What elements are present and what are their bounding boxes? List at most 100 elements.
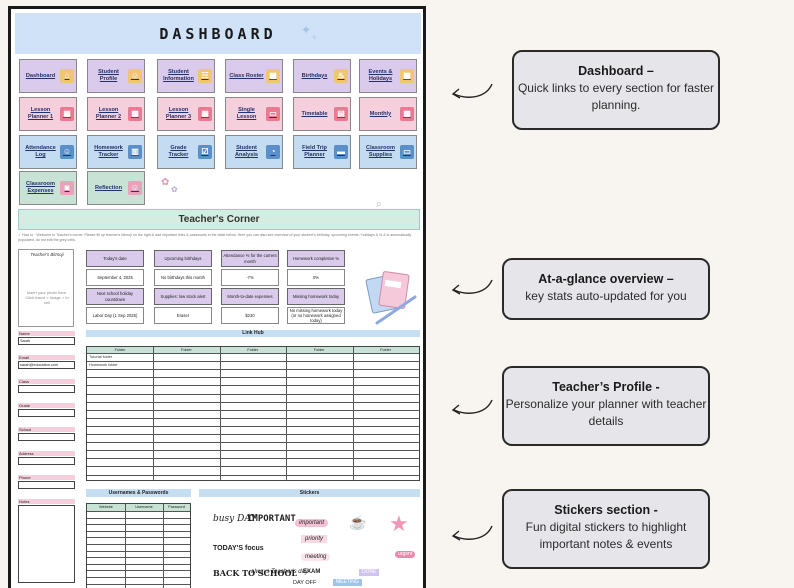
board-icon: ▭	[266, 107, 280, 121]
tile-events-holidays[interactable]: Events & Holidays▦	[359, 59, 417, 93]
usernames-col-header: Password	[168, 505, 185, 509]
profile-input-address[interactable]	[18, 457, 75, 465]
sticker[interactable]: always Teacher's day	[251, 569, 308, 575]
profile-input-phone[interactable]	[18, 481, 75, 489]
sticker[interactable]: urgent	[395, 551, 416, 558]
stat-label: Month-to-date expenses	[221, 288, 279, 305]
tile-student-analysis[interactable]: Student Analysis◔	[225, 135, 283, 169]
sticker[interactable]: busy DAY	[213, 514, 257, 524]
sticker[interactable]: DAY OFF	[293, 580, 317, 586]
callout-box: Stickers section -Fun digital stickers t…	[502, 489, 710, 569]
grid-line	[153, 347, 155, 480]
grid-line	[87, 458, 419, 460]
sticker[interactable]: MEETING	[333, 579, 362, 586]
profile-label-notes: Notes	[18, 499, 75, 504]
tile-classroom-supplies[interactable]: Classroom Supplies▭	[359, 135, 417, 169]
grid-line	[87, 530, 190, 532]
profile-input-email[interactable]: sarah@education.com	[18, 361, 75, 369]
sticker[interactable]: BACK TO SCHOOL	[213, 568, 298, 578]
stat-value: 0%	[287, 269, 345, 286]
coffee-sticker-icon[interactable]: ☕	[349, 514, 367, 530]
profile-input-grade[interactable]	[18, 409, 75, 417]
tile-student-information[interactable]: Student Information☷	[157, 59, 215, 93]
tile-monthly[interactable]: Monthly▦	[359, 97, 417, 131]
callout-desc: Fun digital stickers to highlight import…	[525, 520, 687, 551]
sticker[interactable]: important	[295, 519, 329, 527]
grid-line	[352, 347, 354, 480]
profile-input-school[interactable]	[18, 433, 75, 441]
callout-desc: key stats auto-updated for you	[525, 289, 687, 303]
dashboard-tiles: Dashboard⌂Student Profile☺Student Inform…	[11, 9, 423, 209]
callout-title: At-a-glance overview –	[538, 272, 674, 286]
tile-label: Student Profile	[98, 69, 119, 82]
stat-label: Supplies: low stock alert	[154, 288, 212, 305]
dashboard-title: DASHBOARD	[159, 25, 277, 43]
sticker[interactable]: meeting	[301, 553, 331, 561]
tile-timetable[interactable]: Timetable▤	[293, 97, 351, 131]
tile-lesson-planner-3[interactable]: Lesson Planner 3 ▦	[157, 97, 215, 131]
grid-line	[87, 353, 419, 354]
tile-label: Timetable	[301, 110, 328, 117]
calendar-icon: ▦	[128, 107, 142, 121]
tile-label: Student Analysis	[234, 145, 258, 158]
tile-lesson-planner-2[interactable]: Lesson Planner 2▦	[87, 97, 145, 131]
teachers-corner-title: Teacher's Corner	[18, 209, 420, 230]
bitmoji-hint: Insert your photo here. Click Insert > I…	[25, 290, 69, 305]
profile-label-grade: Grade	[18, 403, 75, 408]
tile-label: Lesson Planner 1	[27, 107, 54, 120]
arrow-icon	[451, 83, 493, 99]
stat-label: Upcoming birthdays	[154, 250, 212, 267]
book-icon: ▥	[128, 145, 142, 159]
grid-line	[87, 385, 419, 387]
stat-label: Attendance % for the current month	[221, 250, 279, 267]
profile-label-address: Address	[18, 451, 75, 456]
tile-lesson-planner-1[interactable]: Lesson Planner 1▦	[19, 97, 77, 131]
jar-icon: ◙	[60, 181, 74, 195]
profile-input-class[interactable]	[18, 385, 75, 393]
tile-classroom-expenses[interactable]: Classroom Expenses◙	[19, 171, 77, 205]
sticker[interactable]: priority	[301, 535, 328, 543]
tile-homework-tracker[interactable]: Homework Tracker▥	[87, 135, 145, 169]
bitmoji-box[interactable]: Teacher's Bitmoji Insert your photo here…	[18, 249, 74, 327]
grid-line	[87, 450, 419, 452]
calendar-icon: ▦	[198, 107, 212, 121]
sticker[interactable]: TODAY'S focus	[213, 545, 264, 552]
grid-line	[87, 361, 419, 363]
link-hub-cell[interactable]: Tutorial folder	[89, 355, 113, 359]
profile-input-name[interactable]: Sarah	[18, 337, 75, 345]
tile-student-profile[interactable]: Student Profile☺	[87, 59, 145, 93]
tile-single-lesson[interactable]: Single Lesson▭	[225, 97, 283, 131]
tile-dashboard[interactable]: Dashboard⌂	[19, 59, 77, 93]
grid-line	[87, 442, 419, 444]
stat-label: Next school holiday countdown	[86, 288, 144, 305]
grid-line	[87, 425, 419, 427]
sticker[interactable]: EXAM	[303, 569, 321, 575]
link-hub-cell[interactable]: Homework folder	[89, 363, 118, 368]
stat-value: -7%	[221, 269, 279, 286]
profile-input-notes[interactable]	[18, 505, 75, 583]
sticker[interactable]: DONE	[359, 569, 380, 576]
tile-grade-tracker[interactable]: Grade Tracker☑	[157, 135, 215, 169]
dashboard-header: DASHBOARD ✦ ✧	[15, 13, 421, 54]
tile-reflection[interactable]: Reflection☺	[87, 171, 145, 205]
tile-field-trip-planner[interactable]: Field Trip Planner▬	[293, 135, 351, 169]
tile-label: Attendance Log	[25, 145, 56, 158]
tile-label: Birthdays	[301, 72, 328, 79]
sticker[interactable]: IMPORTANT	[247, 514, 296, 524]
tile-label: Field Trip Planner	[302, 145, 327, 158]
tile-attendance-log[interactable]: Attendance Log☺	[19, 135, 77, 169]
girl-icon: ☺	[128, 181, 142, 195]
callout-desc: Quick links to every section for faster …	[517, 81, 715, 112]
grid-line	[87, 466, 419, 468]
sparkle-icon: ✦	[301, 23, 312, 37]
star-sticker-icon[interactable]: ★	[389, 511, 409, 536]
usernames-col-header: Website	[99, 505, 113, 509]
grid-line	[87, 401, 419, 403]
tile-label: Lesson Planner 3	[165, 107, 192, 120]
tile-class-roster[interactable]: Class Roster▦	[225, 59, 283, 93]
tile-birthdays[interactable]: Birthdays♨	[293, 59, 351, 93]
